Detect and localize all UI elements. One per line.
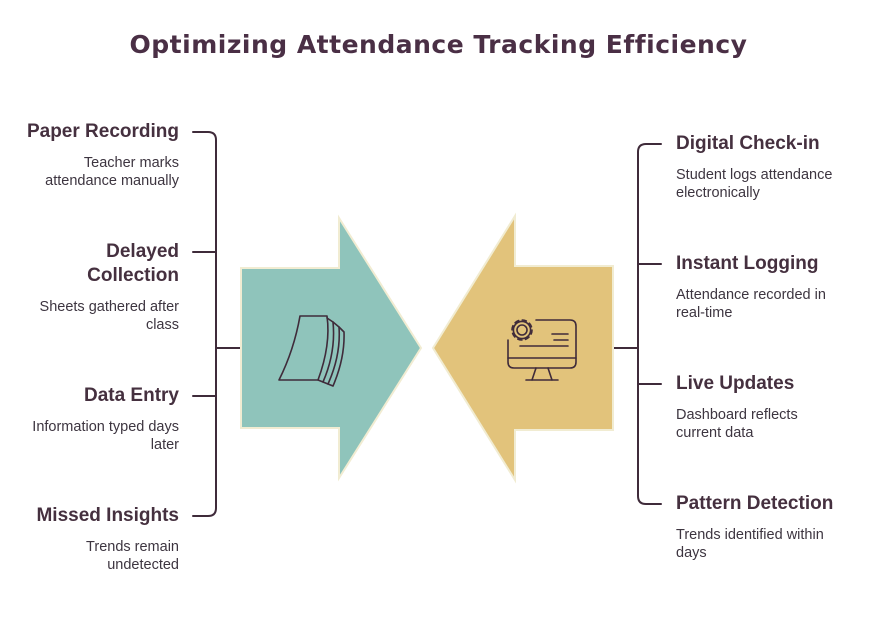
left-bracket <box>192 131 243 517</box>
right-arrow <box>431 212 614 484</box>
left-item-description: Information typed days later <box>32 419 179 453</box>
left-item-heading: Paper Recording <box>26 121 179 142</box>
left-item-heading: Delayed Collection <box>87 241 179 286</box>
right-item-description: Trends identified within days <box>676 527 824 561</box>
left-arrow <box>240 214 423 482</box>
right-item-description: Dashboard reflects current data <box>676 407 798 441</box>
left-item-paper-recording: Paper Recording Teacher marks attendance… <box>0 120 179 190</box>
right-item-heading: Pattern Detection <box>676 493 834 514</box>
right-item-heading: Digital Check-in <box>676 133 820 154</box>
right-item-description: Student logs attendance electronically <box>676 167 833 201</box>
left-item-missed-insights: Missed Insights Trends remain undetected <box>0 504 179 574</box>
right-item-instant-logging: Instant Logging Attendance recorded in r… <box>676 252 856 322</box>
diagram-title: Optimizing Attendance Tracking Efficienc… <box>129 30 748 59</box>
left-item-delayed-collection: Delayed Collection Sheets gathered after… <box>0 240 179 334</box>
left-item-description: Teacher marks attendance manually <box>45 155 179 189</box>
right-item-digital-check-in: Digital Check-in Student logs attendance… <box>676 132 856 202</box>
right-item-description: Attendance recorded in real-time <box>676 287 826 321</box>
left-item-description: Trends remain undetected <box>86 539 179 573</box>
computer-gear-icon <box>507 319 577 381</box>
paper-sheets-icon <box>278 315 345 387</box>
right-item-pattern-detection: Pattern Detection Trends identified with… <box>676 492 866 562</box>
left-item-heading: Missed Insights <box>36 505 179 526</box>
left-item-data-entry: Data Entry Information typed days later <box>0 384 179 454</box>
left-item-heading: Data Entry <box>83 385 179 406</box>
left-item-description: Sheets gathered after class <box>39 299 179 333</box>
right-item-heading: Live Updates <box>676 373 795 394</box>
right-item-live-updates: Live Updates Dashboard reflects current … <box>676 372 856 442</box>
right-item-heading: Instant Logging <box>676 253 819 274</box>
right-bracket <box>612 143 662 505</box>
